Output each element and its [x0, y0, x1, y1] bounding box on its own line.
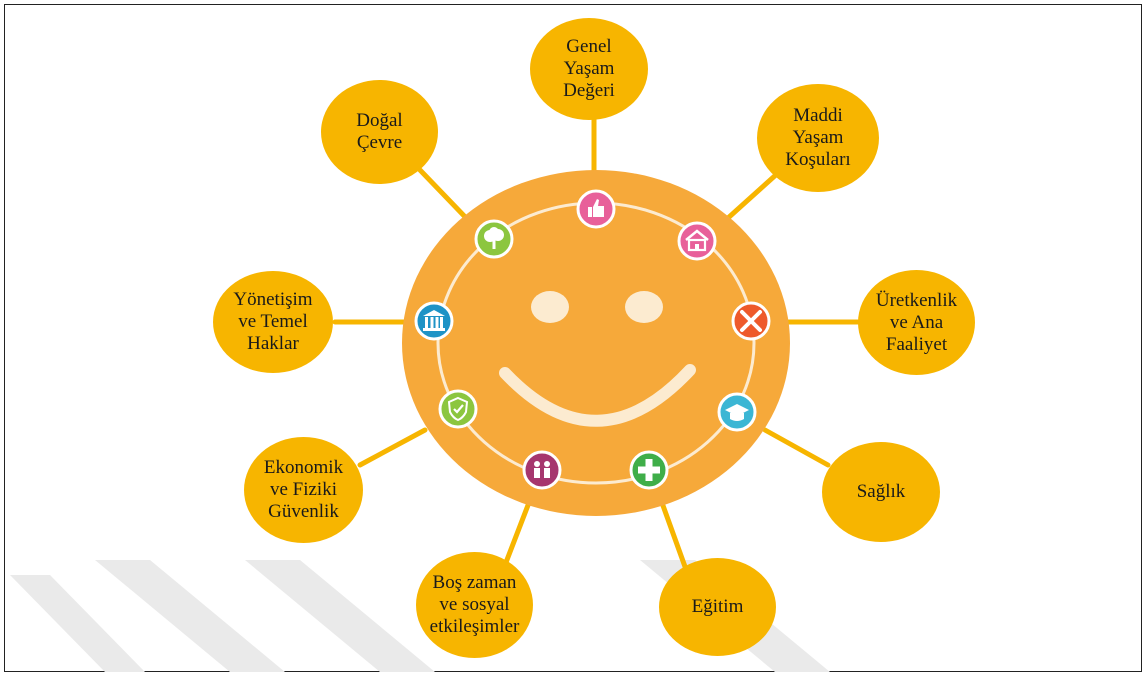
- tree-icon: [474, 219, 514, 259]
- shield-check-icon: [438, 389, 478, 429]
- graduation-cap-icon: [717, 392, 757, 432]
- tools-icon: [731, 301, 771, 341]
- node-ekonomik-fiziki-guvenlik: Ekonomik ve Fiziki Güvenlik: [244, 437, 363, 543]
- node-label: Ekonomik ve Fiziki Güvenlik: [263, 457, 344, 522]
- node-label: Maddi Yaşam Koşuları: [785, 105, 851, 170]
- thumbs-up-icon: [576, 189, 616, 229]
- node-label: Sağlık: [856, 481, 906, 502]
- connector-maddi: [725, 170, 781, 221]
- watermark-stripe: [10, 575, 145, 672]
- connectors: [332, 112, 861, 578]
- house-icon: [677, 221, 717, 261]
- node-yonetisim-temel-haklar: Yönetişim ve Temel Haklar: [213, 271, 333, 373]
- connector-egitim: [658, 497, 691, 578]
- node-label: Üretkenlik ve Ana Faaliyet: [875, 289, 958, 355]
- watermark-stripe: [95, 560, 285, 672]
- connector-saglik: [762, 427, 831, 468]
- node-label: Eğitim: [691, 596, 744, 617]
- node-saglik: Sağlık: [822, 442, 940, 542]
- watermark-stripe: [245, 560, 435, 672]
- node-uretkenlik-ana-faaliyet: Üretkenlik ve Ana Faaliyet: [858, 270, 975, 375]
- government-building-icon: [414, 301, 454, 341]
- node-dogal-cevre: Doğal Çevre: [321, 80, 438, 184]
- node-label: Yönetişim ve Temel Haklar: [233, 289, 313, 354]
- connector-ekonomik: [357, 427, 428, 468]
- plus-cross-icon: [629, 450, 669, 490]
- node-label: Genel Yaşam Değeri: [563, 36, 615, 101]
- node-label: Doğal Çevre: [356, 110, 403, 153]
- node-bos-zaman-sosyal-etkilesimler: Boş zaman ve sosyal etkileşimler: [416, 552, 533, 658]
- node-egitim: Eğitim: [659, 558, 776, 656]
- node-genel-yasam-degeri: Genel Yaşam Değeri: [530, 18, 648, 120]
- node-label: Boş zaman ve sosyal etkileşimler: [429, 572, 520, 637]
- left-eye: [531, 291, 569, 323]
- connector-dogal: [417, 167, 473, 225]
- smile: [499, 364, 696, 427]
- right-eye: [625, 291, 663, 323]
- people-icon: [522, 450, 562, 490]
- connector-bos-zaman: [502, 497, 533, 568]
- node-maddi-yasam-kosullari: Maddi Yaşam Koşuları: [757, 84, 879, 192]
